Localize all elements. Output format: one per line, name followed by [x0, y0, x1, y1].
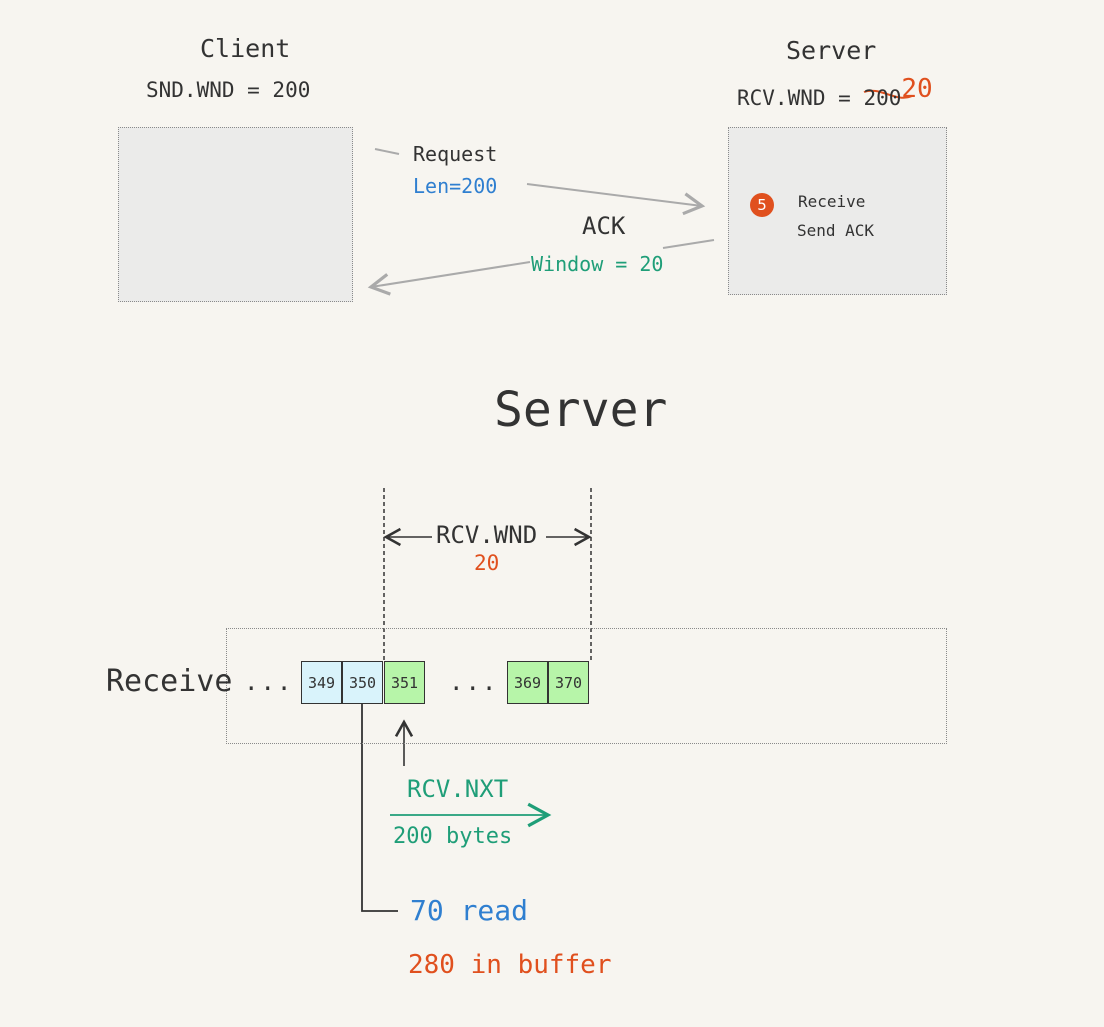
- rcv-wnd-value: 20: [474, 551, 500, 575]
- request-label: Request: [413, 142, 498, 166]
- seq-cell-351: 351: [384, 661, 425, 704]
- section-title-server: Server: [494, 382, 668, 438]
- ack-arrow: [367, 261, 531, 296]
- buffer-label: 280 in buffer: [408, 950, 612, 980]
- ack-window: Window = 20: [531, 252, 664, 276]
- rcv-wnd-prefix: RCV.WND =: [737, 86, 864, 110]
- rcv-wnd-new-value: 20: [901, 74, 933, 104]
- read-label: 70 read: [410, 894, 529, 927]
- receive-row-label: Receive: [106, 664, 233, 699]
- server-rcv-wnd: RCV.WND = 20020: [737, 74, 933, 112]
- ellipsis-mid: ...: [449, 668, 499, 696]
- seq-cell-350: 350: [342, 661, 383, 704]
- rcv-wnd-label: RCV.WND: [436, 521, 538, 549]
- step-5-badge: 5: [750, 193, 774, 217]
- ack-label: ACK: [582, 212, 626, 240]
- seq-cell-369: 369: [507, 661, 548, 704]
- request-len: Len=200: [413, 174, 498, 198]
- server-action-receive: Receive: [798, 192, 866, 211]
- ack-arrow-stub: [662, 239, 715, 249]
- seq-cell-349: 349: [301, 661, 342, 704]
- client-title: Client: [200, 34, 291, 63]
- request-arrow: [526, 183, 706, 216]
- ellipsis-left: ...: [244, 668, 294, 696]
- server-title: Server: [786, 36, 877, 65]
- bytes-label: 200 bytes: [393, 824, 513, 849]
- read-pointer-line: [361, 704, 398, 912]
- request-arrow-stub: [374, 148, 400, 155]
- seq-cell-370: 370: [548, 661, 589, 704]
- strike-mark: [863, 89, 913, 99]
- server-action-send-ack: Send ACK: [797, 221, 875, 240]
- rcv-nxt-label: RCV.NXT: [407, 775, 509, 803]
- client-box: [118, 127, 353, 302]
- receive-buffer-box: [226, 628, 947, 744]
- client-snd-wnd: SND.WND = 200: [146, 78, 311, 102]
- step-number: 5: [757, 196, 767, 214]
- rcv-wnd-old-value: 200: [863, 86, 902, 110]
